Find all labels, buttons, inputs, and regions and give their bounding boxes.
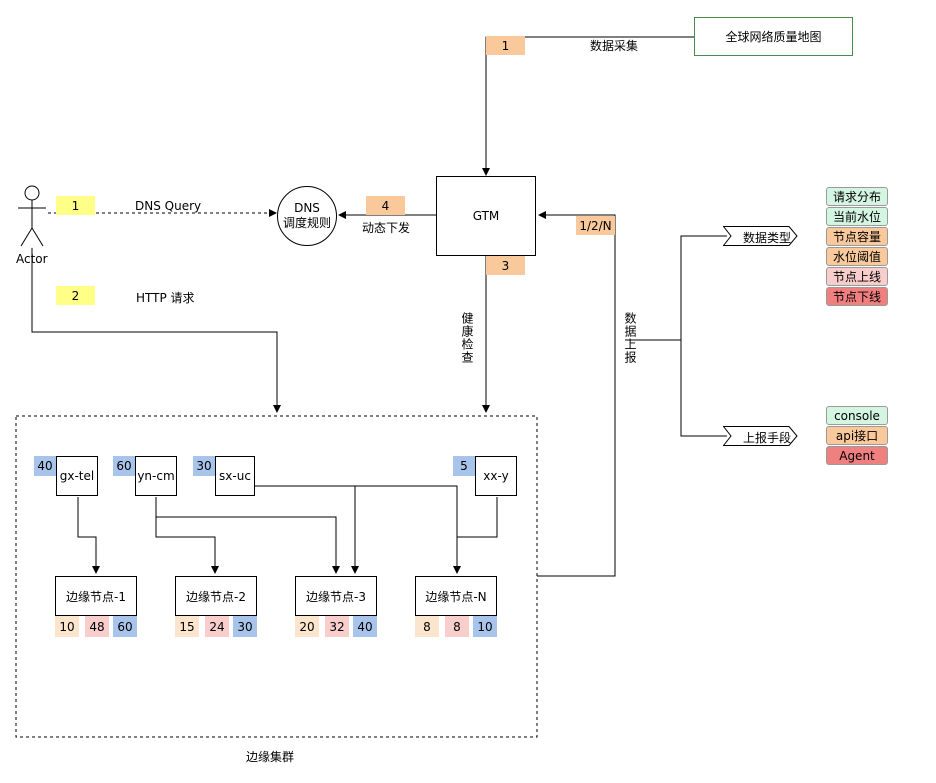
actor-label: Actor: [16, 252, 48, 266]
edge-node-3: 边缘节点-3: [295, 576, 377, 616]
report-arrow: [537, 211, 616, 577]
health-check-badge: 3: [486, 256, 525, 275]
edge-node-value: 60: [113, 616, 137, 637]
dns-rule-node: DNS 调度规则: [277, 186, 337, 246]
http-request-label: HTTP 请求: [136, 291, 195, 305]
legend-console: console: [826, 406, 888, 425]
carrier-box-gx-tel: gx-tel: [56, 456, 98, 496]
edge-node-value: 30: [233, 616, 257, 637]
tag-shape-icon: [723, 426, 798, 446]
dispatch-label: 动态下发: [362, 221, 411, 235]
legend-node-online: 节点上线: [826, 267, 888, 286]
http-request-badge: 2: [56, 286, 95, 305]
edge-node-value: 10: [473, 616, 497, 637]
http-arrow: [31, 248, 281, 413]
edge-node-value: 15: [175, 616, 199, 637]
edge-node-value: 8: [415, 616, 439, 637]
report-methods-tag: 上报手段: [723, 426, 798, 446]
wire-sx-n3: [255, 485, 359, 574]
wire-sx-nN: [355, 485, 461, 574]
legend-agent: Agent: [826, 446, 888, 465]
carrier-box-sx-uc: sx-uc: [215, 456, 255, 496]
report-badge: 1/2/N: [576, 216, 615, 235]
collect-badge: 1: [486, 36, 525, 55]
legend-node-capacity: 节点容量: [826, 227, 888, 246]
dispatch-badge: 4: [366, 196, 405, 215]
edge-cluster-label: 边缘集群: [246, 750, 295, 764]
edge-node-value: 24: [205, 616, 229, 637]
carrier-box-xx-y: xx-y: [475, 456, 517, 496]
edge-node-value: 48: [85, 616, 109, 637]
global-network-map-box: 全球网络质量地图: [694, 17, 853, 56]
legend-api: api接口: [826, 426, 888, 445]
carrier-weight-badge: 30: [193, 456, 215, 476]
edge-cluster: [15, 415, 538, 738]
tag-shape-icon: [723, 226, 798, 246]
wire-gx-n1: [77, 497, 100, 574]
dns-query-badge: 1: [56, 196, 95, 215]
wire-yn-n2: [155, 497, 219, 574]
actor-icon: [18, 185, 46, 247]
edge-node-value: 8: [445, 616, 469, 637]
legend-node-offline: 节点下线: [826, 287, 888, 306]
legend-current-level: 当前水位: [826, 207, 888, 226]
carrier-weight-badge: 5: [453, 456, 475, 476]
edge-node-value: 20: [295, 616, 319, 637]
dns-query-label: DNS Query: [135, 199, 202, 213]
wire-xx-nN: [457, 497, 498, 538]
wire-yn-n3: [156, 516, 340, 574]
gtm-box: GTM: [436, 176, 536, 256]
legend-level-threshold: 水位阈值: [826, 247, 888, 266]
carrier-weight-badge: 60: [113, 456, 135, 476]
report-label: 数据上报: [623, 312, 637, 364]
edge-node-value: 10: [55, 616, 79, 637]
bracket-line: [680, 235, 727, 437]
collect-label: 数据采集: [590, 39, 639, 53]
health-check-label: 健康检查: [460, 312, 474, 364]
edge-node-value: 40: [353, 616, 377, 637]
data-types-tag: 数据类型: [723, 226, 798, 246]
legend-request-distribution: 请求分布: [826, 187, 888, 206]
edge-node-n: 边缘节点-N: [415, 576, 497, 616]
collect-arrow: [482, 36, 694, 176]
edge-node-1: 边缘节点-1: [55, 576, 137, 616]
carrier-box-yn-cm: yn-cm: [135, 456, 177, 496]
carrier-weight-badge: 40: [34, 456, 56, 476]
edge-node-value: 32: [325, 616, 349, 637]
edge-node-2: 边缘节点-2: [175, 576, 257, 616]
